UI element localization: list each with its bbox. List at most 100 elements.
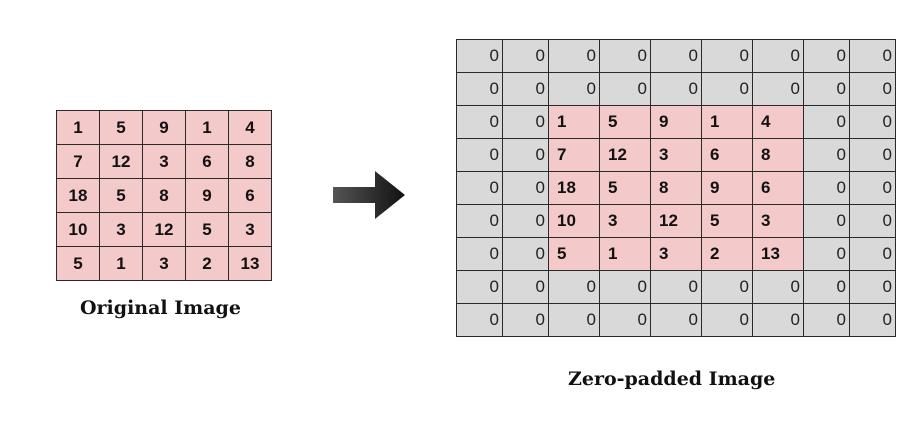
zero-padding-cell: 0 [701,72,753,106]
zero-padding-cell: 0 [502,237,549,271]
zero-padding-cell: 0 [599,39,651,73]
original-cell: 3 [99,212,143,247]
zero-padding-cell: 0 [701,303,753,337]
original-value-cell: 6 [701,138,753,172]
zero-padding-cell: 0 [456,204,503,238]
original-cell: 6 [228,178,272,213]
zero-padding-cell: 0 [650,270,702,304]
original-value-cell: 8 [752,138,804,172]
original-value-cell: 9 [701,171,753,205]
original-cell: 12 [142,212,186,247]
original-value-cell: 2 [701,237,753,271]
original-cell: 3 [142,144,186,179]
original-cell: 2 [185,246,229,281]
original-value-cell: 1 [701,105,753,139]
original-cell: 5 [99,178,143,213]
original-cell: 1 [99,246,143,281]
original-cell: 5 [56,246,100,281]
original-cell: 9 [142,110,186,145]
zero-padded-image-caption: Zero-padded Image [568,368,776,390]
zero-padding-cell: 0 [752,72,804,106]
zero-padding-cell: 0 [849,39,896,73]
original-cell: 1 [185,110,229,145]
original-value-cell: 3 [650,237,702,271]
zero-padding-cell: 0 [849,105,896,139]
original-value-cell: 13 [752,237,804,271]
zero-padding-cell: 0 [502,303,549,337]
zero-padding-cell: 0 [456,303,503,337]
original-value-cell: 7 [548,138,600,172]
original-cell: 10 [56,212,100,247]
zero-padding-cell: 0 [502,204,549,238]
original-value-cell: 12 [650,204,702,238]
zero-padding-cell: 0 [701,39,753,73]
zero-padding-cell: 0 [502,72,549,106]
zero-padding-cell: 0 [803,39,850,73]
zero-padding-cell: 0 [650,72,702,106]
original-cell: 13 [228,246,272,281]
original-value-cell: 8 [650,171,702,205]
zero-padding-cell: 0 [599,303,651,337]
original-value-cell: 12 [599,138,651,172]
right-arrow-icon [333,171,405,219]
zero-padding-cell: 0 [803,72,850,106]
original-value-cell: 3 [650,138,702,172]
original-value-cell: 6 [752,171,804,205]
zero-padding-cell: 0 [548,39,600,73]
zero-padding-cell: 0 [803,237,850,271]
zero-padding-cell: 0 [849,270,896,304]
zero-padding-cell: 0 [849,171,896,205]
zero-padding-cell: 0 [803,270,850,304]
zero-padding-cell: 0 [650,39,702,73]
original-cell: 7 [56,144,100,179]
zero-padding-cell: 0 [502,105,549,139]
original-cell: 4 [228,110,272,145]
original-cell: 8 [228,144,272,179]
zero-padding-cell: 0 [803,138,850,172]
original-cell: 5 [99,110,143,145]
original-value-cell: 9 [650,105,702,139]
original-cell: 18 [56,178,100,213]
zero-padding-cell: 0 [599,270,651,304]
zero-padding-cell: 0 [599,72,651,106]
zero-padding-cell: 0 [752,39,804,73]
zero-padding-cell: 0 [502,171,549,205]
zero-padding-cell: 0 [456,105,503,139]
original-cell: 3 [142,246,186,281]
original-value-cell: 5 [701,204,753,238]
original-cell: 6 [185,144,229,179]
zero-padding-cell: 0 [849,72,896,106]
original-value-cell: 3 [599,204,651,238]
zero-padding-cell: 0 [701,270,753,304]
zero-padding-cell: 0 [752,303,804,337]
original-value-cell: 1 [548,105,600,139]
zero-padding-cell: 0 [849,138,896,172]
zero-padding-cell: 0 [456,39,503,73]
original-cell: 9 [185,178,229,213]
zero-padding-cell: 0 [849,237,896,271]
zero-padding-cell: 0 [456,237,503,271]
zero-padding-cell: 0 [803,105,850,139]
original-value-cell: 5 [599,171,651,205]
original-cell: 1 [56,110,100,145]
original-cell: 5 [185,212,229,247]
zero-padding-cell: 0 [803,303,850,337]
original-cell: 3 [228,212,272,247]
original-cell: 12 [99,144,143,179]
original-value-cell: 18 [548,171,600,205]
original-value-cell: 1 [599,237,651,271]
